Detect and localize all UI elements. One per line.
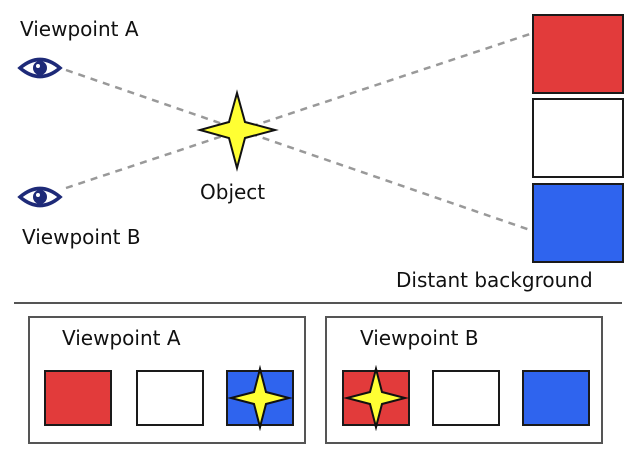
panel-a-square-white	[136, 370, 204, 426]
panel-viewpoint-b	[325, 316, 603, 444]
object-star-over-blue	[227, 365, 293, 431]
panel-b-title: Viewpoint B	[360, 326, 479, 350]
background-square-red	[532, 14, 624, 94]
distant-background-label: Distant background	[396, 268, 593, 292]
panel-a-square-red	[44, 370, 112, 426]
sight-line-a-to-blue	[65, 68, 531, 232]
viewpoint-b-label: Viewpoint B	[22, 225, 141, 249]
panel-a-title: Viewpoint A	[62, 326, 181, 350]
eye-icon	[17, 186, 63, 208]
sight-line-b-to-red	[65, 32, 531, 190]
object-star-over-red	[343, 365, 409, 431]
panel-viewpoint-a	[28, 316, 306, 444]
background-square-blue	[532, 183, 624, 263]
panel-b-square-blue	[522, 370, 590, 426]
background-square-white	[532, 98, 624, 178]
viewpoint-a-label: Viewpoint A	[20, 17, 139, 41]
panel-b-square-white	[432, 370, 500, 426]
object-label: Object	[200, 180, 266, 204]
object-star	[196, 89, 279, 172]
eye-icon	[17, 57, 63, 79]
